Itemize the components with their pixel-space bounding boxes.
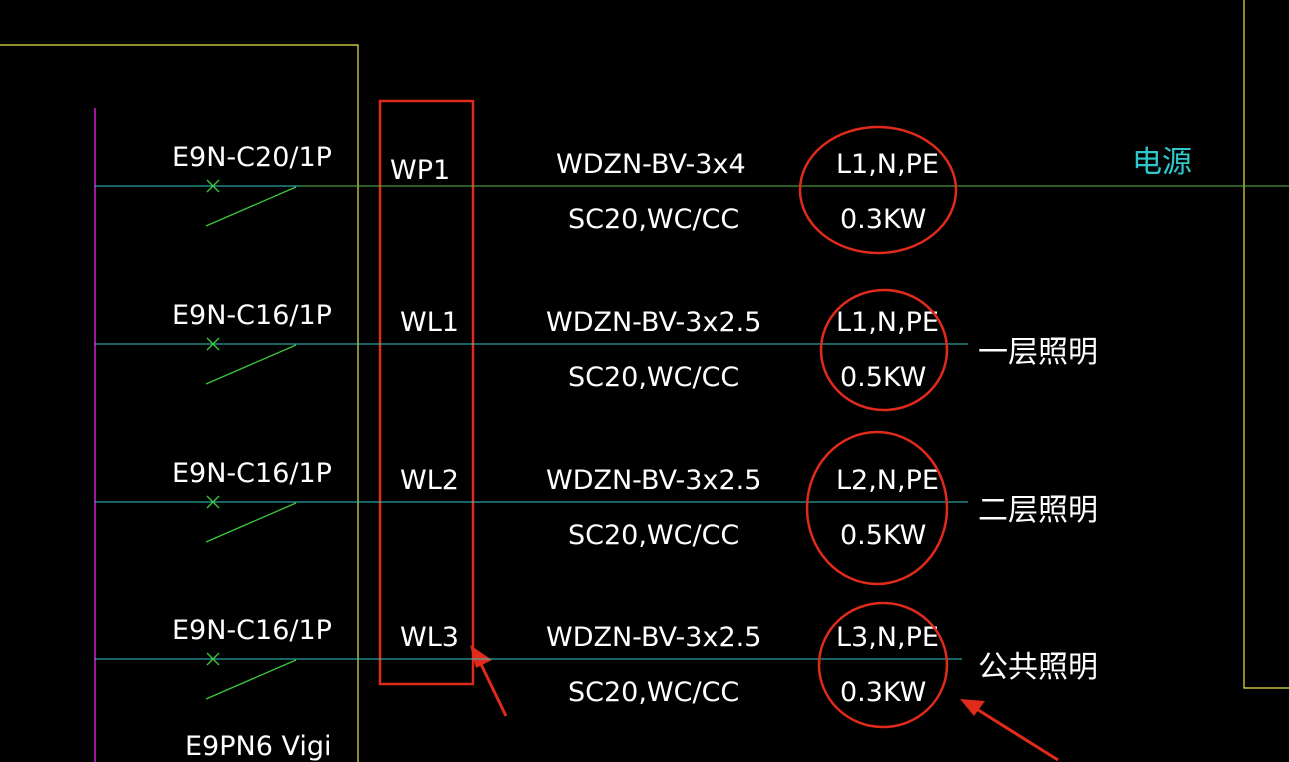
circuit-id-highlight-box xyxy=(378,99,475,686)
power-source-label: 电源 xyxy=(1132,145,1192,180)
breaker-label: E9N-C20/1P xyxy=(172,142,332,173)
power-rating-label: 0.5KW xyxy=(840,362,926,393)
circuit-id-label: WL1 xyxy=(400,307,459,338)
circuit-id-label: WL2 xyxy=(400,465,459,496)
load-name-label: 二层照明 xyxy=(978,493,1098,528)
cable-spec-label: WDZN-BV-3x4 xyxy=(556,149,746,180)
phase-power-highlight-ellipse xyxy=(817,601,949,729)
breaker-label: E9N-C16/1P xyxy=(172,615,332,646)
breaker-contact xyxy=(205,186,297,227)
phase-label: L1,N,PE xyxy=(836,307,939,338)
power-rating-label: 0.5KW xyxy=(840,520,926,551)
install-method-label: SC20,WC/CC xyxy=(568,677,739,708)
phase-power-highlight-ellipse xyxy=(819,288,949,412)
breaker-contact xyxy=(205,502,297,543)
load-name-label: 一层照明 xyxy=(978,335,1098,370)
breaker-cross xyxy=(206,179,220,193)
circuit-id-label: WP1 xyxy=(390,155,450,186)
breaker-contact xyxy=(205,344,297,385)
circuit-id-label: WL3 xyxy=(400,622,459,653)
cable-spec-label: WDZN-BV-3x2.5 xyxy=(546,622,761,653)
breaker-contact xyxy=(205,659,297,700)
breaker-cross xyxy=(206,495,220,509)
rcd-label: E9PN6 Vigi xyxy=(185,731,332,762)
power-rating-label: 0.3KW xyxy=(840,204,926,235)
breaker-cross xyxy=(206,652,220,666)
breaker-cross xyxy=(206,337,220,351)
load-name-label: 公共照明 xyxy=(978,650,1098,685)
cable-spec-label: WDZN-BV-3x2.5 xyxy=(546,465,761,496)
arrow-up-left-icon xyxy=(960,699,1059,762)
cable-spec-label: WDZN-BV-3x2.5 xyxy=(546,307,761,338)
breaker-label: E9N-C16/1P xyxy=(172,458,332,489)
install-method-label: SC20,WC/CC xyxy=(568,362,739,393)
arrow-up-left-icon xyxy=(470,645,508,717)
phase-label: L1,N,PE xyxy=(836,149,939,180)
install-method-label: SC20,WC/CC xyxy=(568,520,739,551)
phase-power-highlight-ellipse xyxy=(798,125,958,255)
panel-frame xyxy=(0,44,359,762)
breaker-label: E9N-C16/1P xyxy=(172,300,332,331)
phase-power-highlight-ellipse xyxy=(805,430,949,586)
phase-label: L3,N,PE xyxy=(836,622,939,653)
install-method-label: SC20,WC/CC xyxy=(568,204,739,235)
load-panel-frame xyxy=(1243,0,1289,689)
power-rating-label: 0.3KW xyxy=(840,677,926,708)
phase-label: L2,N,PE xyxy=(836,465,939,496)
